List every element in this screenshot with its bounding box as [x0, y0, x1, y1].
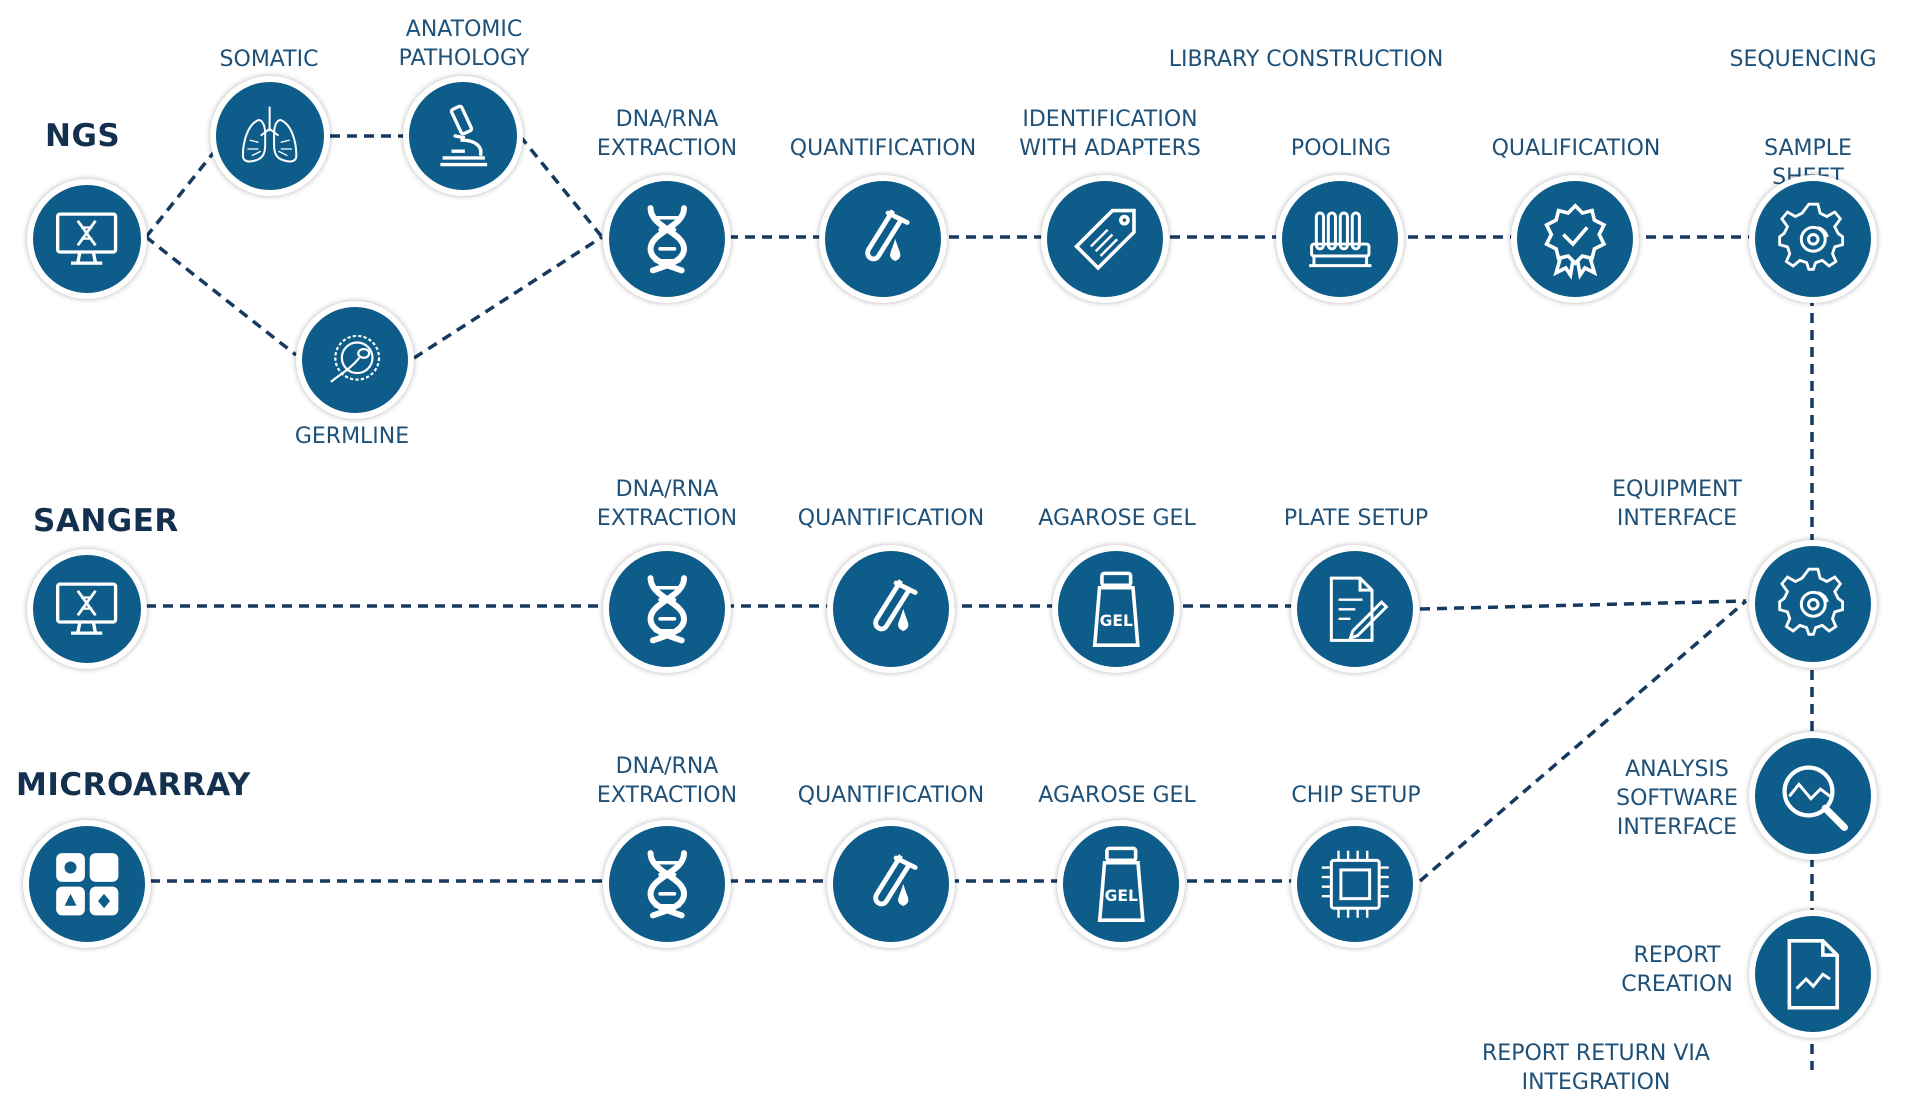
row-heading-microarray: MICROARRAY — [16, 767, 251, 803]
row-heading-ngs: NGS — [45, 118, 121, 154]
node-plate-setup — [1291, 545, 1419, 673]
lungs-icon — [242, 107, 298, 163]
dna-icon — [647, 204, 687, 274]
node-micro-agarose: GEL — [1057, 820, 1185, 948]
label-report-creation: REPORT CREATION — [1621, 943, 1733, 997]
node-sanger-quantification — [827, 545, 955, 673]
connector-germline-extraction — [413, 235, 603, 360]
node-sanger-agarose: GEL — [1052, 545, 1180, 673]
label-chip-setup: CHIP SETUP — [1291, 783, 1421, 808]
section-label-library-construction: LIBRARY CONSTRUCTION — [1168, 47, 1444, 72]
dna-icon — [647, 849, 687, 919]
gel-bottle-text: GEL — [1104, 887, 1137, 905]
label-ngs-extraction: DNA/RNA EXTRACTION — [596, 107, 738, 161]
dna-icon — [647, 574, 687, 644]
grid-shapes-icon — [55, 852, 119, 916]
node-sample-sheet — [1749, 175, 1877, 303]
chip-icon — [1321, 850, 1389, 918]
tube-rack-icon — [1308, 211, 1372, 267]
node-identification — [1041, 175, 1169, 303]
label-qualification: QUALIFICATION — [1491, 136, 1661, 161]
section-label-sequencing: SEQUENCING — [1729, 47, 1877, 72]
node-analysis-software — [1749, 732, 1877, 860]
magnifier-chart-icon — [1782, 765, 1848, 831]
label-micro-agarose: AGAROSE GEL — [1038, 783, 1196, 808]
node-germline — [296, 301, 414, 419]
label-plate-setup: PLATE SETUP — [1283, 506, 1429, 531]
label-identification: IDENTIFICATION WITH ADAPTERS — [1019, 107, 1201, 161]
label-somatic: SOMATIC — [219, 47, 319, 72]
label-sanger-quantification: QUANTIFICATION — [797, 506, 985, 531]
connector-ngs-germline — [144, 235, 298, 357]
node-chip-setup — [1291, 820, 1419, 948]
cell-icon — [330, 334, 381, 383]
label-analysis-software: ANALYSIS SOFTWARE INTERFACE — [1616, 757, 1738, 840]
node-somatic — [210, 76, 330, 196]
report-chart-icon — [1787, 938, 1839, 1010]
gel-bottle-text: GEL — [1099, 612, 1132, 630]
label-equipment-interface: EQUIPMENT INTERFACE — [1612, 477, 1742, 531]
connector-pathology-extraction — [518, 134, 604, 239]
test-tube-icon — [873, 854, 918, 907]
node-micro-extraction — [603, 820, 731, 948]
monitor-dna-icon — [56, 212, 118, 266]
node-sanger-extraction — [603, 545, 731, 673]
document-pen-icon — [1329, 576, 1389, 642]
node-ngs-start — [27, 179, 147, 299]
node-report-creation — [1749, 910, 1877, 1038]
row-heading-sanger: SANGER — [33, 503, 179, 539]
award-badge-icon — [1543, 202, 1607, 280]
label-sanger-agarose: AGAROSE GEL — [1038, 506, 1196, 531]
connector-chip-equipment — [1418, 599, 1748, 883]
node-sanger-start — [27, 549, 147, 669]
test-tube-icon — [865, 209, 910, 262]
label-ngs-quantification: QUANTIFICATION — [789, 136, 977, 161]
test-tube-icon — [873, 579, 918, 632]
gel-bottle-icon: GEL — [1097, 846, 1145, 922]
label-micro-extraction: DNA/RNA EXTRACTION — [596, 754, 738, 808]
connector-plate-equipment — [1419, 599, 1747, 611]
tag-icon — [1073, 208, 1136, 271]
node-anatomic-pathology — [403, 76, 523, 196]
gear-icon — [1777, 202, 1844, 271]
node-pooling — [1276, 175, 1404, 303]
node-ngs-extraction — [603, 175, 731, 303]
label-pooling: POOLING — [1290, 136, 1392, 161]
node-micro-start — [23, 820, 151, 948]
gear-icon — [1777, 567, 1844, 636]
section-label-report-return: REPORT RETURN VIA INTEGRATION — [1482, 1041, 1710, 1095]
label-germline: GERMLINE — [294, 424, 410, 449]
node-qualification — [1511, 175, 1639, 303]
node-equipment-interface — [1749, 540, 1877, 668]
node-micro-quantification — [827, 820, 955, 948]
microscope-icon — [440, 105, 488, 167]
monitor-dna-icon — [56, 582, 118, 636]
gel-bottle-icon: GEL — [1092, 571, 1140, 647]
node-ngs-quantification — [819, 175, 947, 303]
connector-ngs-somatic — [144, 150, 216, 239]
label-sanger-extraction: DNA/RNA EXTRACTION — [596, 477, 738, 531]
label-anatomic-pathology: ANATOMIC PATHOLOGY — [398, 17, 530, 71]
label-micro-quantification: QUANTIFICATION — [797, 783, 985, 808]
